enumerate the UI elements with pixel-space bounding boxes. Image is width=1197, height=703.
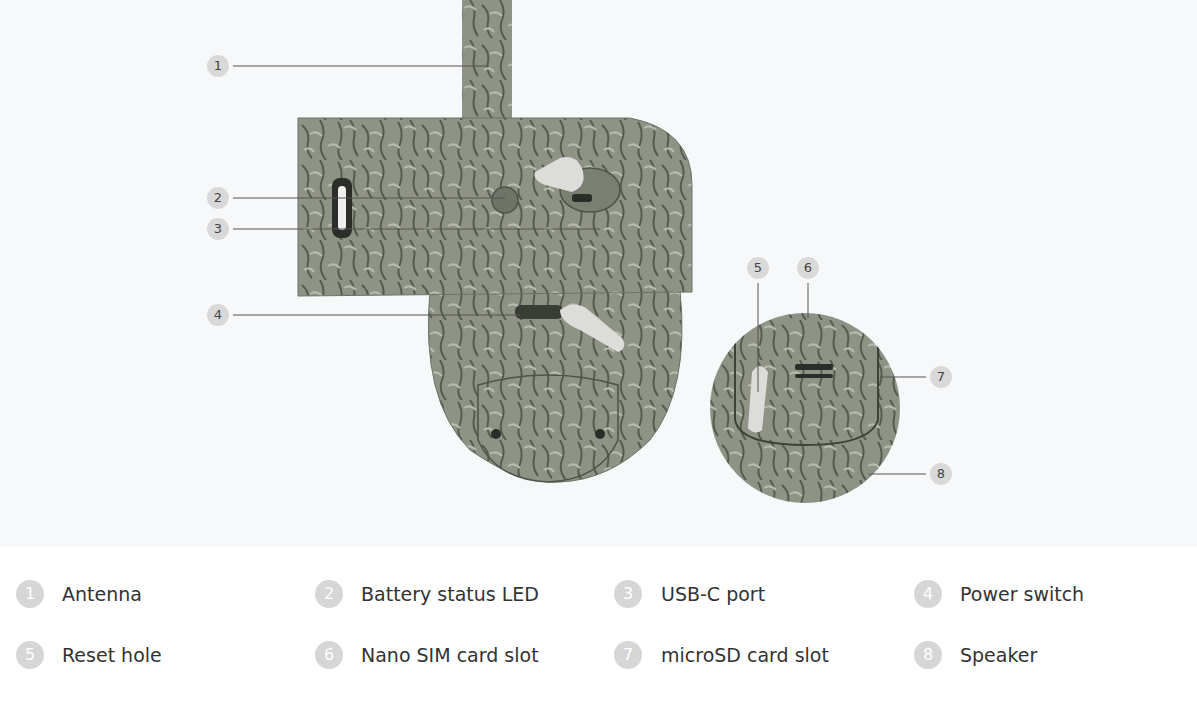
callout-number: 8 bbox=[930, 463, 952, 485]
part-name: microSD card slot bbox=[661, 643, 829, 667]
part-name: Battery status LED bbox=[361, 582, 539, 606]
callout-number: 6 bbox=[797, 257, 819, 279]
key-number: 6 bbox=[315, 641, 343, 669]
key-number: 8 bbox=[914, 641, 942, 669]
key-number: 3 bbox=[614, 580, 642, 608]
callout-number: 7 bbox=[930, 366, 952, 388]
callout-number: 5 bbox=[747, 257, 769, 279]
part-name: Nano SIM card slot bbox=[361, 643, 539, 667]
key-number: 5 bbox=[16, 641, 44, 669]
key-number: 4 bbox=[914, 580, 942, 608]
part-name: USB-C port bbox=[661, 582, 765, 606]
key-number: 7 bbox=[614, 641, 642, 669]
part-name: Speaker bbox=[960, 643, 1037, 667]
part-name: Power switch bbox=[960, 582, 1084, 606]
key-number: 2 bbox=[315, 580, 343, 608]
part-name: Reset hole bbox=[62, 643, 162, 667]
part-name: Antenna bbox=[62, 582, 142, 606]
callout-number: 4 bbox=[207, 304, 229, 326]
callout-number: 3 bbox=[207, 218, 229, 240]
callout-number: 2 bbox=[207, 187, 229, 209]
key-number: 1 bbox=[16, 580, 44, 608]
callout-number: 1 bbox=[207, 55, 229, 77]
